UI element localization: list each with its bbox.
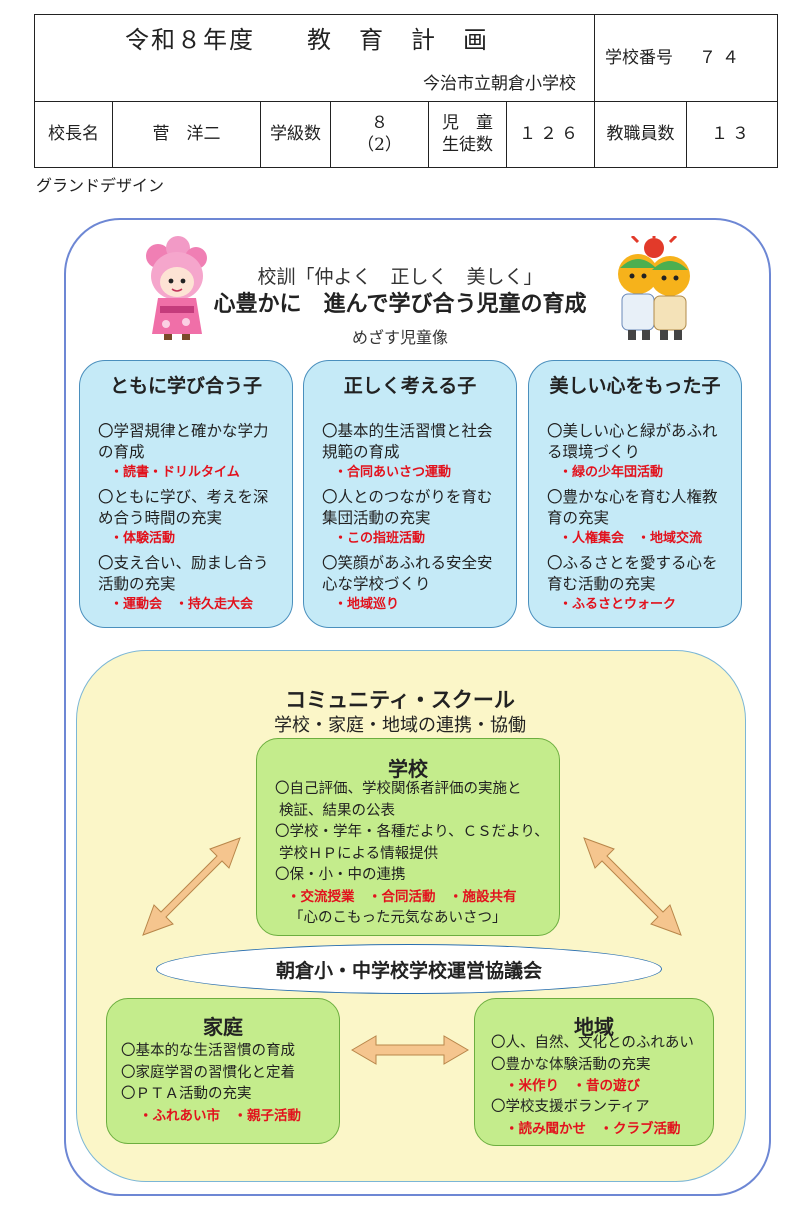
double-arrow-icon	[142, 837, 241, 936]
goal-activity: ・読書・ドリルタイム	[110, 465, 240, 480]
goal-item: 〇笑顔があふれる安全安心な学校づくり	[322, 554, 493, 593]
goal-card-heart: 美しい心をもった子 〇美しい心と緑があふれる環境づくり ・緑の少年団活動 〇豊か…	[528, 360, 742, 628]
goal-item: 〇ふるさとを愛する心を育む活動の充実	[547, 554, 718, 593]
school-line: 〇学校・学年・各種だより、ＣＳだより、	[275, 824, 549, 840]
community-school-subtitle: 学校・家庭・地域の連携・協働	[274, 715, 526, 736]
goal-activity: ・人権集会 ・地域交流	[559, 531, 703, 546]
goal-list: 〇学習規律と確かな学力の育成 ・読書・ドリルタイム 〇ともに学び、考えを深め合う…	[98, 421, 282, 619]
region-box-lines: 〇人、自然、文化とのふれあい 〇豊かな体験活動の充実 ・米作り ・昔の遊び 〇学…	[491, 1033, 694, 1140]
staff-label: 教職員数	[595, 101, 687, 167]
goal-title: ともに学び合う子	[109, 375, 262, 397]
classes-label: 学級数	[261, 101, 331, 167]
fiscal-year: 令和８年度	[125, 26, 255, 54]
goal-activity: ・運動会 ・持久走大会	[110, 597, 254, 612]
info-table-row-1: 令和８年度 教 育 計 画 今治市立朝倉小学校 学校番号 ７４	[35, 15, 777, 102]
school-line: 〇保・小・中の連携	[275, 867, 406, 883]
goal-title: 美しい心をもった子	[549, 375, 721, 397]
goal-activity: ・ふるさとウォーク	[559, 597, 677, 612]
region-box-title: 地域	[574, 1015, 614, 1039]
school-activity: ・交流授業 ・合同活動 ・施設共有	[287, 888, 517, 905]
region-line: 〇人、自然、文化とのふれあい	[491, 1035, 694, 1051]
goal-activity: ・体験活動	[110, 531, 176, 546]
school-box: 学校 〇自己評価、学校関係者評価の実施と 検証、結果の公表 〇学校・学年・各種だ…	[256, 738, 560, 936]
community-school-title: コミュニティ・スクール	[285, 688, 515, 712]
info-table: 令和８年度 教 育 計 画 今治市立朝倉小学校 学校番号 ７４ 校長名 菅 洋二 …	[34, 14, 778, 168]
school-line: 学校ＨＰによる情報提供	[279, 845, 439, 862]
principal-name: 菅 洋二	[113, 101, 261, 167]
double-arrow-icon	[351, 1035, 469, 1065]
goal-list: 〇美しい心と緑があふれる環境づくり ・緑の少年団活動 〇豊かな心を育む人権教育の…	[547, 421, 731, 619]
classes-cell: ８ （2）	[331, 101, 429, 167]
grand-design-label: グランドデザイン	[36, 176, 165, 195]
citrus-mascots-icon	[618, 236, 690, 340]
school-number-cell: 学校番号 ７４	[595, 15, 777, 101]
home-box-lines: 〇基本的な生活習慣の育成 〇家庭学習の習慣化と定着 〇ＰＴＡ活動の充実 ・ふれあ…	[121, 1041, 301, 1127]
region-activity: ・読み聞かせ ・クラブ活動	[505, 1120, 681, 1137]
ideal-student-heading: めざす児童像	[351, 328, 448, 347]
goal-item: 〇豊かな心を育む人権教育の充実	[547, 488, 718, 527]
goal-item: 〇人とのつながりを育む集団活動の充実	[322, 488, 493, 527]
school-motto: 校訓「仲よく 正しく 美しく」	[257, 266, 543, 288]
school-line: 〇自己評価、学校関係者評価の実施と	[275, 781, 522, 797]
title-cell: 令和８年度 教 育 計 画 今治市立朝倉小学校	[35, 15, 595, 101]
students-label-1: 児 童	[442, 113, 493, 133]
school-box-lines: 〇自己評価、学校関係者評価の実施と 検証、結果の公表 〇学校・学年・各種だより、…	[275, 779, 549, 929]
goal-activity: ・緑の少年団活動	[559, 465, 664, 480]
goal-list: 〇基本的生活習慣と社会規範の育成 ・合同あいさつ運動 〇人とのつながりを育む集団…	[322, 421, 506, 619]
plan-title: 教 育 計 画	[307, 26, 489, 54]
school-box-title: 学校	[388, 757, 428, 781]
school-name: 今治市立朝倉小学校	[423, 74, 576, 94]
page-title: 令和８年度 教 育 計 画	[125, 26, 489, 54]
home-line: 〇ＰＴＡ活動の充実	[121, 1086, 252, 1102]
info-table-row-2: 校長名 菅 洋二 学級数 ８ （2） 児 童 生徒数 １２６ 教職員数 １３	[35, 101, 777, 167]
home-box-title: 家庭	[203, 1015, 243, 1039]
classes-special: （2）	[357, 135, 402, 155]
school-greeting: 「心のこもった元気なあいさつ」	[289, 909, 507, 926]
goal-item: 〇基本的生活習慣と社会規範の育成	[322, 422, 493, 461]
educational-goal: 心豊かに 進んで学び合う児童の育成	[213, 292, 587, 317]
region-activity: ・米作り ・昔の遊び	[505, 1078, 640, 1094]
home-line: 〇基本的な生活習慣の育成	[121, 1043, 295, 1059]
home-box: 家庭 〇基本的な生活習慣の育成 〇家庭学習の習慣化と定着 〇ＰＴＡ活動の充実 ・…	[106, 998, 340, 1144]
school-line: 検証、結果の公表	[279, 802, 395, 819]
goal-card-learning: ともに学び合う子 〇学習規律と確かな学力の育成 ・読書・ドリルタイム 〇ともに学…	[79, 360, 293, 628]
goal-item: 〇支え合い、励まし合う活動の充実	[98, 554, 269, 593]
students-label-2: 生徒数	[442, 135, 493, 155]
principal-label: 校長名	[35, 101, 113, 167]
girl-mascot-icon	[146, 236, 207, 340]
region-line: 〇豊かな体験活動の充実	[491, 1056, 651, 1073]
students-label: 児 童 生徒数	[429, 101, 507, 167]
goal-item: 〇学習規律と確かな学力の育成	[98, 422, 269, 461]
region-box: 地域 〇人、自然、文化とのふれあい 〇豊かな体験活動の充実 ・米作り ・昔の遊び…	[474, 998, 714, 1146]
school-council-ellipse: 朝倉小・中学校学校運営協議会	[156, 944, 662, 994]
goal-item: 〇美しい心と緑があふれる環境づくり	[547, 422, 718, 461]
goal-activity: ・合同あいさつ運動	[334, 465, 452, 480]
goal-activity: ・地域巡り	[334, 597, 400, 612]
goal-card-thinking: 正しく考える子 〇基本的生活習慣と社会規範の育成 ・合同あいさつ運動 〇人とのつ…	[303, 360, 517, 628]
home-activity: ・ふれあい市 ・親子活動	[139, 1107, 301, 1124]
region-line: 〇学校支援ボランティア	[491, 1099, 650, 1115]
goal-item: 〇ともに学び、考えを深め合う時間の充実	[98, 488, 269, 527]
classes-count: ８	[371, 113, 388, 133]
school-number: ７４	[699, 48, 745, 68]
goal-activity: ・この指班活動	[334, 531, 426, 546]
double-arrow-icon	[583, 837, 682, 936]
home-line: 〇家庭学習の習慣化と定着	[121, 1064, 295, 1081]
goal-title: 正しく考える子	[343, 375, 477, 397]
school-number-label: 学校番号	[605, 48, 673, 68]
students-count: １２６	[507, 101, 595, 167]
staff-count: １３	[711, 124, 753, 144]
